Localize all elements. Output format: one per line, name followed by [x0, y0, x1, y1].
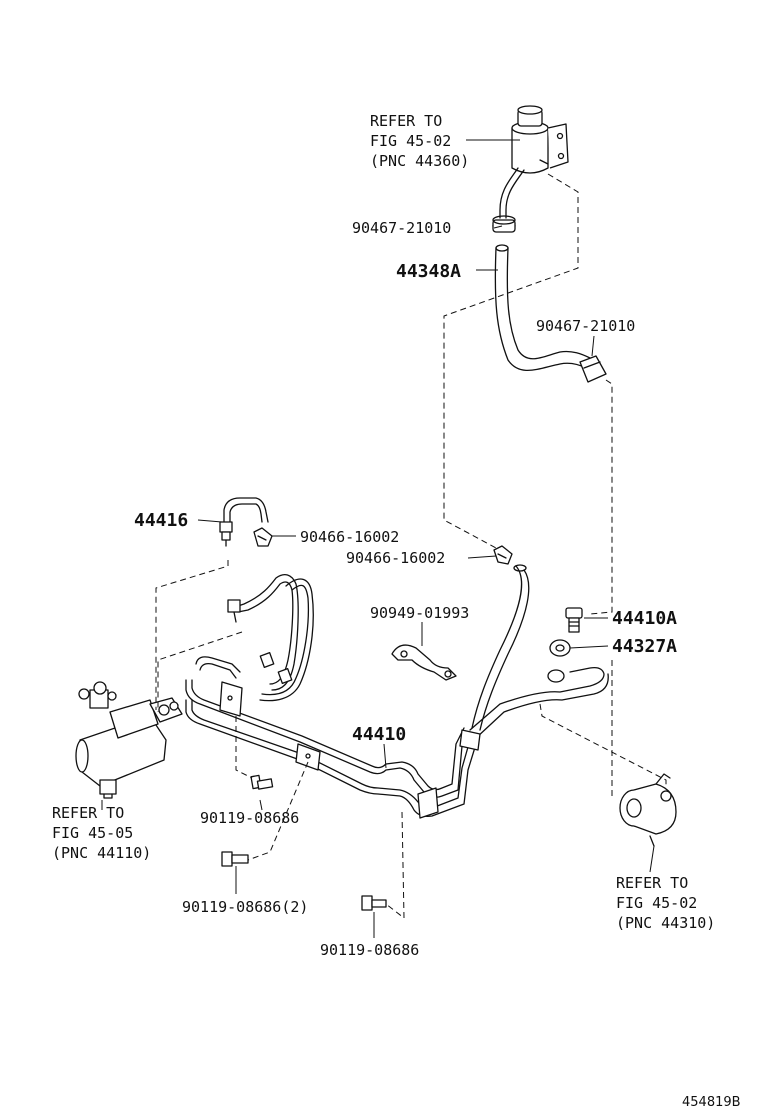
label-bolt-a: 90119-08686: [200, 809, 299, 827]
label-tube-44416: 44416: [134, 510, 188, 531]
pressure-tube-bundle: [185, 573, 609, 819]
reservoir-tank: [499, 105, 569, 219]
gasket-44327a: [549, 639, 571, 657]
callout-pump-ref: REFER TO FIG 45-02 (PNC 44310): [616, 874, 715, 932]
clip-90466-middle: [493, 545, 513, 565]
label-clip-90466-a: 90466-16002: [300, 528, 399, 546]
reservoir-ref-line2: FIG 45-02: [370, 132, 451, 150]
bolt-90119-a: [250, 774, 274, 790]
label-clamp-right: 90467-21010: [536, 317, 635, 335]
power-steering-pump: [619, 773, 677, 847]
label-clamp-90949: 90949-01993: [370, 604, 469, 622]
gear-ref-line2: FIG 45-05: [52, 824, 133, 842]
gear-ref-line3: (PNC 44110): [52, 844, 151, 862]
leader-lines: [101, 139, 655, 938]
reservoir-ref-line3: (PNC 44360): [370, 152, 469, 170]
bolt-90119-b: [221, 851, 249, 867]
reservoir-ref-line1: REFER TO: [370, 112, 442, 130]
label-gasket-44327a: 44327A: [612, 636, 677, 657]
pump-ref-line3: (PNC 44310): [616, 914, 715, 932]
callout-gear-ref: REFER TO FIG 45-05 (PNC 44110): [52, 804, 151, 862]
label-bolt-b: 90119-08686(2): [182, 898, 308, 916]
hose-clamp-top: [492, 215, 516, 233]
pump-ref-line1: REFER TO: [616, 874, 688, 892]
label-tube-44410: 44410: [352, 724, 406, 745]
assembly-dash-lines: [155, 173, 667, 920]
pressure-tube-44416: [219, 497, 269, 547]
gear-ref-line1: REFER TO: [52, 804, 124, 822]
union-bolt-44410a: [565, 607, 583, 633]
tube-clamp-90949: [391, 644, 457, 681]
supply-hose-middle: [471, 564, 530, 731]
clip-90466-left: [253, 527, 273, 547]
hose-clamp-right: [579, 355, 607, 383]
bolt-90119-c: [361, 895, 387, 911]
pump-ref-line2: FIG 45-02: [616, 894, 697, 912]
label-clamp-top: 90467-21010: [352, 219, 451, 237]
return-hose-44348a: [494, 244, 591, 372]
steering-gear-box: [75, 681, 183, 799]
label-clip-90466-b: 90466-16002: [346, 549, 445, 567]
label-bolt-c: 90119-08686: [320, 941, 419, 959]
callout-reservoir-ref: REFER TO FIG 45-02 (PNC 44360): [370, 112, 469, 170]
label-hose-44348a: 44348A: [396, 261, 461, 282]
figure-id: 454819B: [682, 1095, 741, 1110]
label-bolt-44410a: 44410A: [612, 608, 677, 629]
